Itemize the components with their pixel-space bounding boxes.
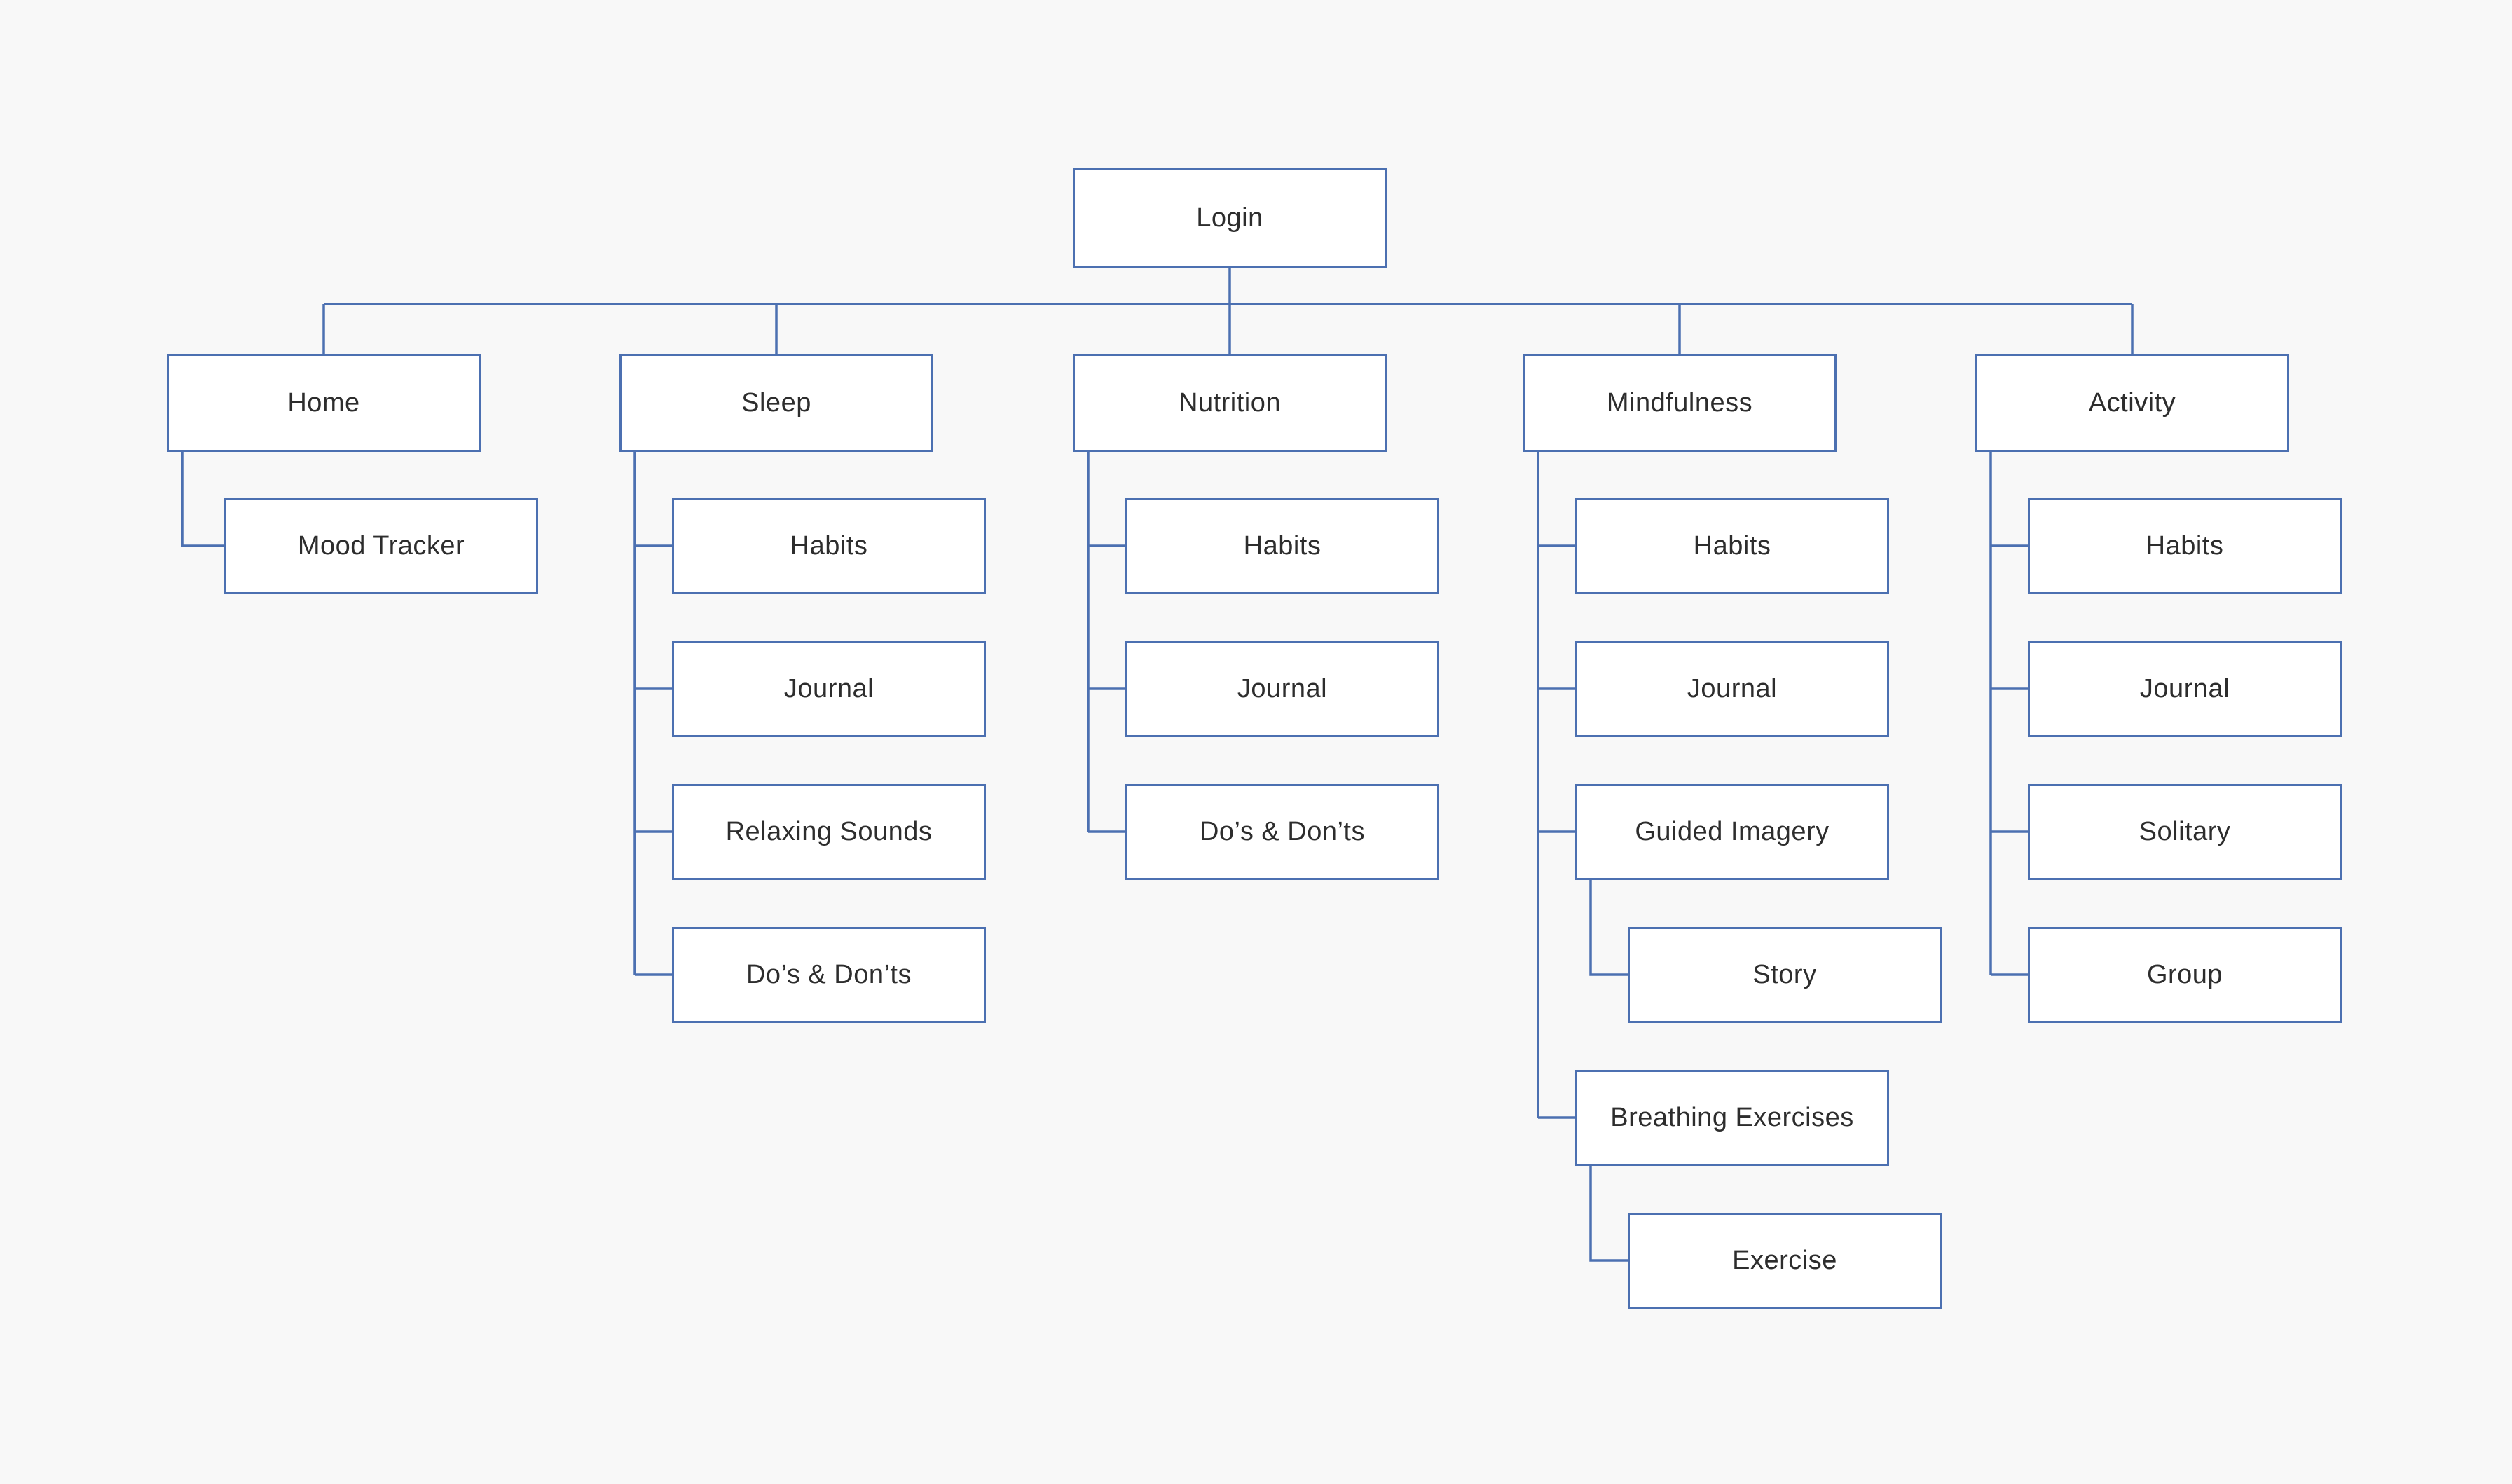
node-activity-journal[interactable]: Journal — [2028, 641, 2342, 737]
node-activity-journal-label: Journal — [2139, 674, 2230, 703]
node-group[interactable]: Group — [2028, 927, 2342, 1023]
node-activity-habits[interactable]: Habits — [2028, 498, 2342, 594]
node-exercise-label: Exercise — [1732, 1246, 1837, 1275]
node-story-label: Story — [1752, 960, 1817, 989]
node-activity[interactable]: Activity — [1975, 354, 2289, 452]
node-mindfulness-journal[interactable]: Journal — [1575, 641, 1889, 737]
connector-branch-mindfulness — [1537, 452, 1575, 1119]
node-mindfulness[interactable]: Mindfulness — [1523, 354, 1837, 452]
node-nutrition-habits-label: Habits — [1243, 531, 1322, 561]
node-breathing-exercises[interactable]: Breathing Exercises — [1575, 1070, 1889, 1166]
node-sleep-habits-label: Habits — [790, 531, 868, 561]
connector-branch-home — [181, 452, 224, 547]
node-mindfulness-label: Mindfulness — [1606, 387, 1753, 418]
node-nutrition-label: Nutrition — [1179, 387, 1281, 418]
node-solitary[interactable]: Solitary — [2028, 784, 2342, 880]
node-nutrition-journal[interactable]: Journal — [1125, 641, 1439, 737]
node-nutrition-journal-label: Journal — [1237, 674, 1328, 703]
connector-branch-activity — [1989, 452, 2028, 976]
node-relaxing-sounds[interactable]: Relaxing Sounds — [672, 784, 986, 880]
node-nutrition[interactable]: Nutrition — [1073, 354, 1387, 452]
connector-branch-nutrition — [1087, 452, 1125, 833]
node-nutrition-dos-donts[interactable]: Do’s & Don’ts — [1125, 784, 1439, 880]
node-sleep-journal[interactable]: Journal — [672, 641, 986, 737]
node-mindfulness-journal-label: Journal — [1687, 674, 1778, 703]
node-group-label: Group — [2146, 960, 2223, 989]
node-sleep[interactable]: Sleep — [619, 354, 933, 452]
node-nutrition-habits[interactable]: Habits — [1125, 498, 1439, 594]
node-exercise[interactable]: Exercise — [1628, 1213, 1942, 1309]
node-mood-tracker[interactable]: Mood Tracker — [224, 498, 538, 594]
node-activity-habits-label: Habits — [2146, 531, 2224, 561]
node-mindfulness-habits[interactable]: Habits — [1575, 498, 1889, 594]
connector-breathing-exercise — [1589, 1166, 1628, 1262]
node-mindfulness-habits-label: Habits — [1693, 531, 1771, 561]
node-mood-tracker-label: Mood Tracker — [297, 531, 465, 561]
node-nutrition-dos-donts-label: Do’s & Don’ts — [1199, 817, 1365, 846]
node-home-label: Home — [287, 387, 360, 418]
node-home[interactable]: Home — [167, 354, 481, 452]
node-breathing-exercises-label: Breathing Exercises — [1610, 1103, 1854, 1132]
node-sleep-journal-label: Journal — [783, 674, 874, 703]
connector-guided-imagery-story — [1589, 880, 1628, 976]
node-login-label: Login — [1196, 202, 1263, 233]
connector-branch-sleep — [633, 452, 672, 976]
node-login[interactable]: Login — [1073, 168, 1387, 268]
node-guided-imagery[interactable]: Guided Imagery — [1575, 784, 1889, 880]
node-relaxing-sounds-label: Relaxing Sounds — [725, 817, 933, 846]
node-sleep-label: Sleep — [741, 387, 811, 418]
node-sleep-dos-donts-label: Do’s & Don’ts — [746, 960, 912, 989]
node-story[interactable]: Story — [1628, 927, 1942, 1023]
node-activity-label: Activity — [2088, 387, 2176, 418]
node-guided-imagery-label: Guided Imagery — [1635, 817, 1830, 846]
node-sleep-habits[interactable]: Habits — [672, 498, 986, 594]
node-sleep-dos-donts[interactable]: Do’s & Don’ts — [672, 927, 986, 1023]
node-solitary-label: Solitary — [2139, 817, 2231, 846]
